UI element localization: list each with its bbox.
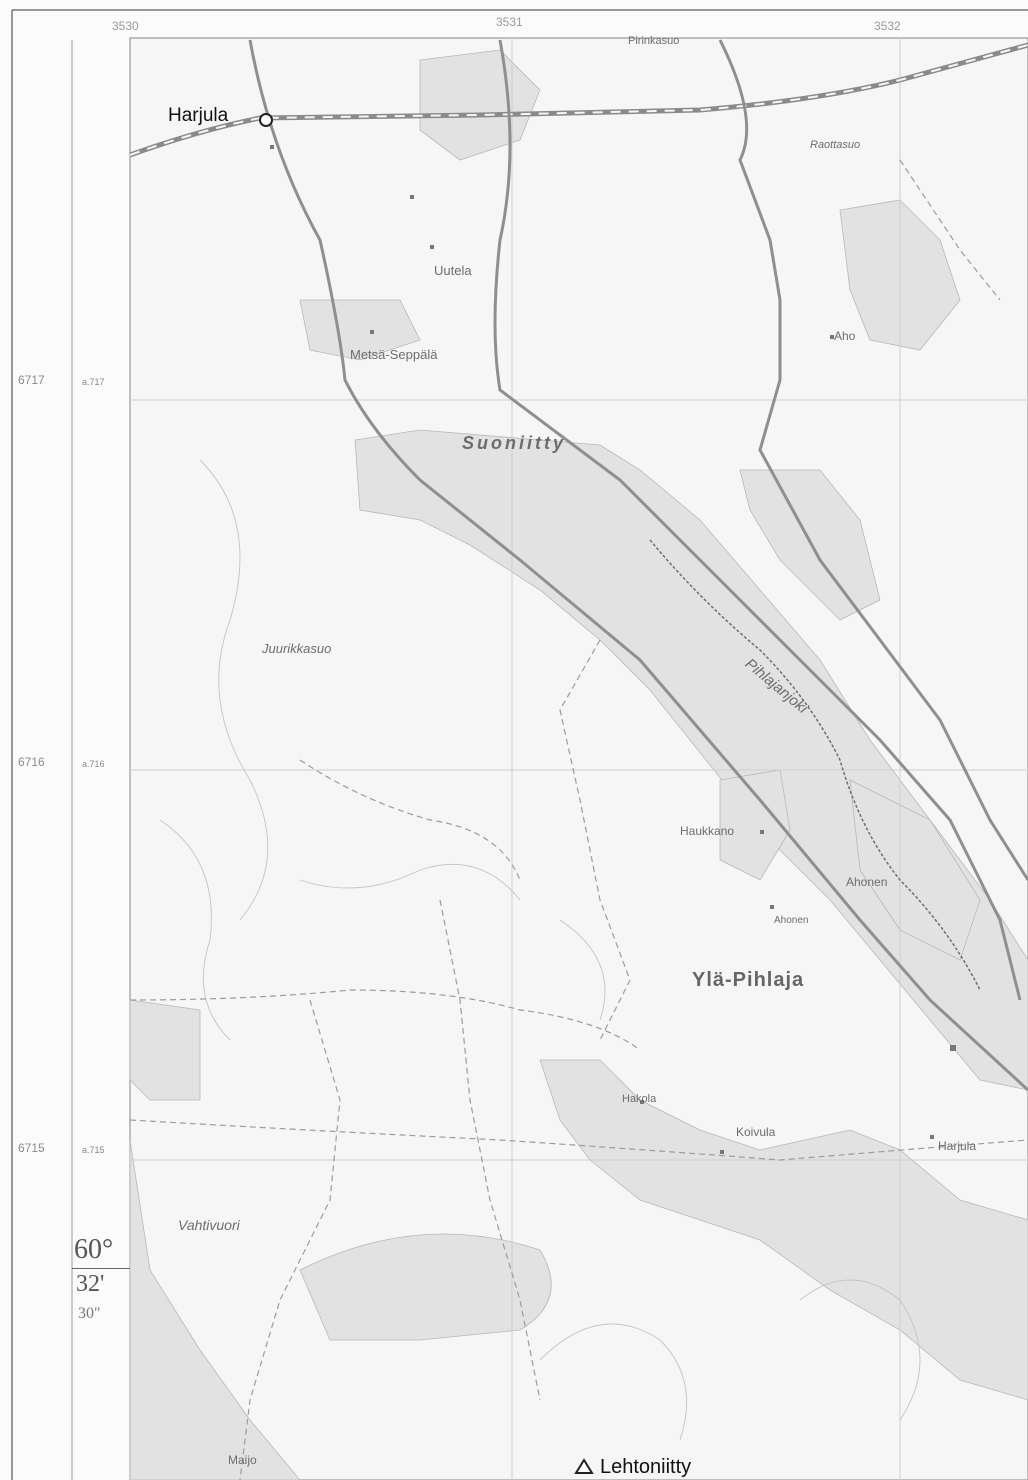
place-juurikkasuo: Juurikkasuo (262, 641, 332, 656)
place-koivula: Koivula (736, 1125, 776, 1139)
grid-label-top-0: 3530 (112, 19, 139, 33)
place-harjula-nw: Harjula (168, 105, 229, 126)
place-top: Pirinkasuo (628, 35, 680, 47)
place-lehtoniitty: Lehtoniitty (600, 1456, 692, 1478)
place-ahonen-2: Ahonen (774, 915, 809, 926)
place-ahonen: Ahonen (846, 875, 888, 889)
grid-label-left-2: 6715 (18, 1141, 45, 1155)
latitude-degrees: 60° (74, 1234, 114, 1265)
contour-lines (159, 459, 921, 1441)
station-circle-icon (259, 113, 273, 127)
grid-label-left-2-sub: a.715 (82, 1145, 105, 1155)
place-suoniitty: Suoniitty (462, 433, 566, 453)
latitude-divider (72, 1268, 130, 1269)
roads (248, 39, 1028, 1092)
place-yla-pihlaja: Ylä-Pihlaja (692, 969, 805, 991)
grid-label-left-1-sub: a.716 (82, 759, 105, 769)
place-hakola: Hakola (622, 1093, 657, 1105)
river (649, 539, 981, 991)
grid-label-left-0: 6717 (18, 373, 45, 387)
place-aho: Aho (834, 329, 856, 343)
grid-label-top-2: 3532 (874, 19, 901, 33)
grid-label-left-1: 6716 (18, 755, 45, 769)
minor-roads (129, 159, 1028, 1480)
latitude-seconds: 30" (78, 1305, 101, 1322)
grid-label-top-1: 3531 (496, 15, 523, 29)
place-haukkano: Haukkano (680, 824, 735, 838)
place-metsa-seppala: Metsä-Seppälä (350, 347, 438, 362)
place-raottasuo: Raottasuo (810, 139, 861, 151)
place-harjula-se: Harjula (938, 1139, 977, 1153)
latitude-minutes: 32' (76, 1271, 105, 1297)
railway (129, 42, 1028, 158)
place-uutela: Uutela (434, 263, 472, 278)
place-vahtivuori: Vahtivuori (178, 1217, 240, 1233)
grid-lines (130, 38, 1028, 1480)
field-areas (129, 49, 1028, 1480)
place-maijo: Maijo (228, 1453, 257, 1467)
building-markers (270, 145, 956, 1154)
grid-label-left-0-sub: a.717 (82, 377, 105, 387)
triangulation-triangle-icon (574, 1458, 594, 1474)
